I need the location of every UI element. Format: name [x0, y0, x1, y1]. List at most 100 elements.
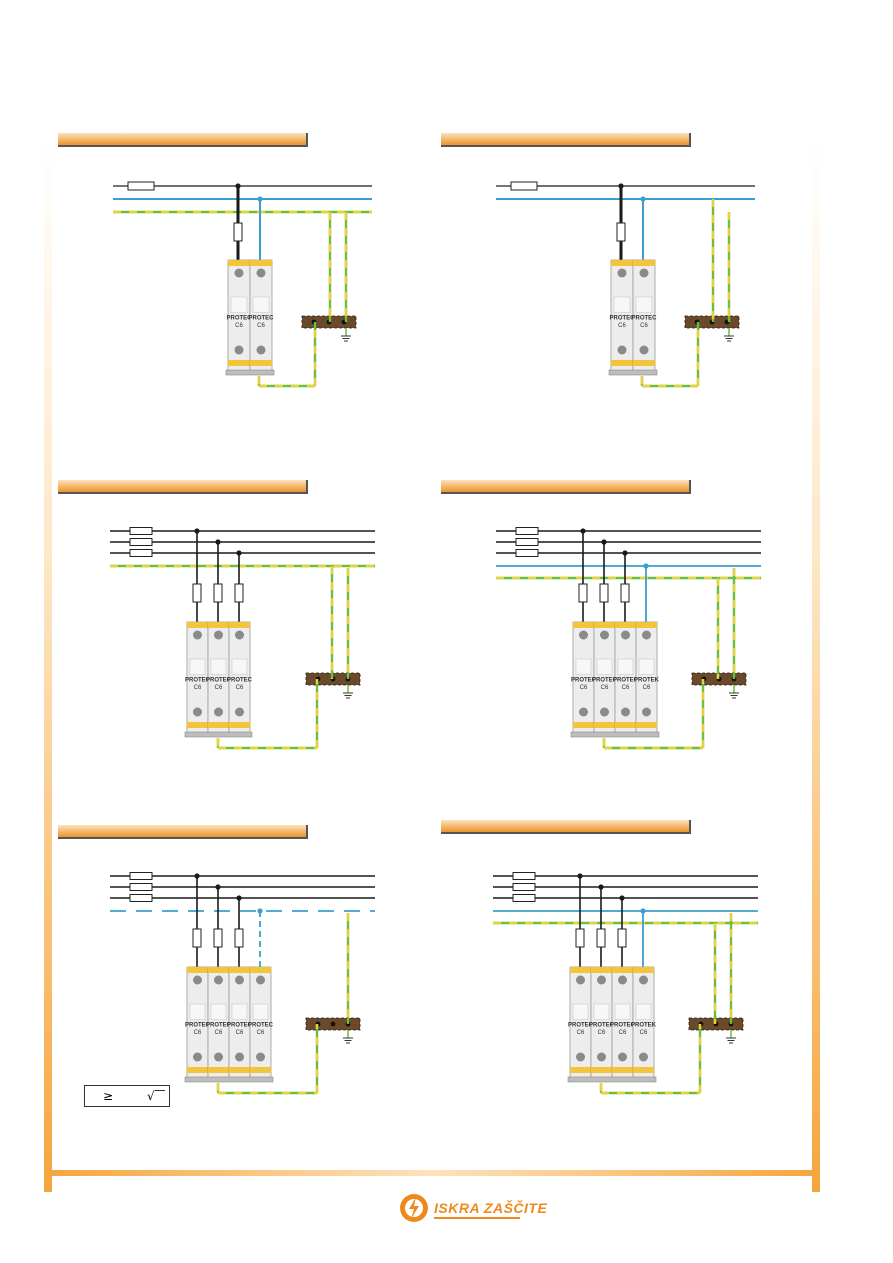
- earth-bar-5-bolt: [330, 1021, 336, 1027]
- fuse-5-l1: [192, 928, 202, 948]
- spd-2-a-label-2: C6: [618, 323, 626, 329]
- section-bar-4: [441, 480, 691, 494]
- spd-3-1-bottom-strip: [208, 722, 229, 728]
- spd-5-0-window: [189, 1003, 206, 1020]
- rail-3: [184, 731, 253, 738]
- spd-3-1-top-strip: [208, 622, 229, 628]
- spd-4-2-terminal-bottom: [621, 707, 630, 717]
- page-frame-left: [44, 140, 52, 1192]
- spd-4-3-label-1: PROTEK: [634, 677, 660, 683]
- spd-4-3-terminal-bottom: [642, 707, 651, 717]
- spd-5-3-label-1: PROTEC: [248, 1022, 274, 1028]
- spd-6-0-window: [572, 1003, 589, 1020]
- spd-3-1-window: [210, 658, 227, 675]
- spd-6-1-label-2: C6: [598, 1030, 606, 1036]
- spd-4-2-label-2: C6: [622, 685, 630, 691]
- spd-6-2-top-strip: [612, 967, 633, 973]
- spd-1-a-label-2: C6: [235, 323, 243, 329]
- spd-2-b-label-2: C6: [640, 323, 648, 329]
- spd-4-1-label-1: PROTEC: [592, 677, 618, 683]
- spd-5-2-label-2: C6: [236, 1030, 244, 1036]
- company-logo: ISKRA ZAŠČITE: [398, 1192, 547, 1224]
- spd-3-1-terminal-bottom: [214, 707, 223, 717]
- spd-2-a-window: [613, 296, 631, 313]
- page-frame-right: [812, 140, 820, 1192]
- spd-6-3-label-1: PROTEK: [631, 1022, 657, 1028]
- spd-2-b-label-1: PROTEC: [631, 315, 657, 321]
- spd-5-2-top-strip: [229, 967, 250, 973]
- main-fuse-6-l3: [512, 894, 536, 902]
- main-fuse-4-l3: [515, 549, 539, 557]
- spd-6-1-terminal-top: [597, 975, 606, 985]
- spd-2-b-top-strip: [633, 260, 655, 266]
- spd-2-a-label-1: PROTEC: [609, 315, 635, 321]
- spd-3-2-terminal-top: [235, 630, 244, 640]
- spd-1-b-bottom-strip: [250, 360, 272, 366]
- section-bar-5: [58, 825, 308, 839]
- fuse-6-l2: [596, 928, 606, 948]
- rail-4: [570, 731, 660, 738]
- sqrt-bar: [155, 1090, 165, 1091]
- spd-5-0-terminal-top: [193, 975, 202, 985]
- rail-2: [608, 369, 658, 376]
- spd-6-0-bottom-strip: [570, 1067, 591, 1073]
- main-fuse-4-l1: [515, 527, 539, 535]
- spd-5-3-top-strip: [250, 967, 271, 973]
- spd-6-1-top-strip: [591, 967, 612, 973]
- formula-box: ≥ √: [84, 1085, 170, 1107]
- spd-5-3-label-2: C6: [257, 1030, 265, 1036]
- spd-1-a-terminal-bottom: [234, 345, 244, 355]
- spd-4-1-bottom-strip: [594, 722, 615, 728]
- fuse-6-l3: [617, 928, 627, 948]
- spd-5-3-terminal-top: [256, 975, 265, 985]
- spd-2-a-top-strip: [611, 260, 633, 266]
- spd-1-a-top-strip: [228, 260, 250, 266]
- spd-2-b-bottom-strip: [633, 360, 655, 366]
- spd-6-3-terminal-bottom: [639, 1052, 648, 1062]
- spd-6-2-terminal-bottom: [618, 1052, 627, 1062]
- main-fuse-6-l2: [512, 883, 536, 891]
- spd-5-2-terminal-bottom: [235, 1052, 244, 1062]
- spd-4-1-window: [596, 658, 613, 675]
- spd-4-1-label-2: C6: [601, 685, 609, 691]
- rail-6: [567, 1076, 657, 1083]
- spd-6-0-label-1: PROTEC: [568, 1022, 594, 1028]
- spd-4-0-bottom-strip: [573, 722, 594, 728]
- spd-6-3-top-strip: [633, 967, 654, 973]
- spd-4-2-label-1: PROTEC: [613, 677, 639, 683]
- spd-3-0-label-1: PROTEC: [185, 677, 211, 683]
- spd-1-b-terminal-bottom: [256, 345, 266, 355]
- spd-5-1-terminal-bottom: [214, 1052, 223, 1062]
- fuse-3-l3: [234, 583, 244, 603]
- spd-6-0-label-2: C6: [577, 1030, 585, 1036]
- spd-4-0-terminal-top: [579, 630, 588, 640]
- spd-3-0-label-2: C6: [194, 685, 202, 691]
- main-fuse-3-l1: [129, 527, 153, 535]
- fuse-1: [233, 222, 243, 242]
- spd-1-b-label-2: C6: [257, 323, 265, 329]
- spd-4-1-terminal-bottom: [600, 707, 609, 717]
- spd-3-1-label-2: C6: [215, 685, 223, 691]
- spd-5-3-bottom-strip: [250, 1067, 271, 1073]
- spd-6-3-label-2: C6: [640, 1030, 648, 1036]
- spd-1-b-top-strip: [250, 260, 272, 266]
- spd-1-b-terminal-top: [256, 268, 266, 278]
- logo-underline: [434, 1217, 520, 1219]
- fuse-4-l2: [599, 583, 609, 603]
- spd-6-1-label-1: PROTEC: [589, 1022, 615, 1028]
- logo-text: ISKRA ZAŠČITE: [434, 1200, 548, 1216]
- main-fuse-6-l1: [512, 872, 536, 880]
- section-bar-3: [58, 480, 308, 494]
- spd-2-b-window: [635, 296, 653, 313]
- spd-5-2-label-1: PROTEC: [227, 1022, 253, 1028]
- spd-1-b-window: [252, 296, 270, 313]
- spd-4-1-terminal-top: [600, 630, 609, 640]
- section-bar-1: [58, 133, 308, 147]
- main-fuse-5-l3: [129, 894, 153, 902]
- spd-5-0-terminal-bottom: [193, 1052, 202, 1062]
- spd-4-2-window: [617, 658, 634, 675]
- spd-3-0-top-strip: [187, 622, 208, 628]
- spd-4-3-terminal-top: [642, 630, 651, 640]
- spd-5-2-window: [231, 1003, 248, 1020]
- rail-5: [184, 1076, 274, 1083]
